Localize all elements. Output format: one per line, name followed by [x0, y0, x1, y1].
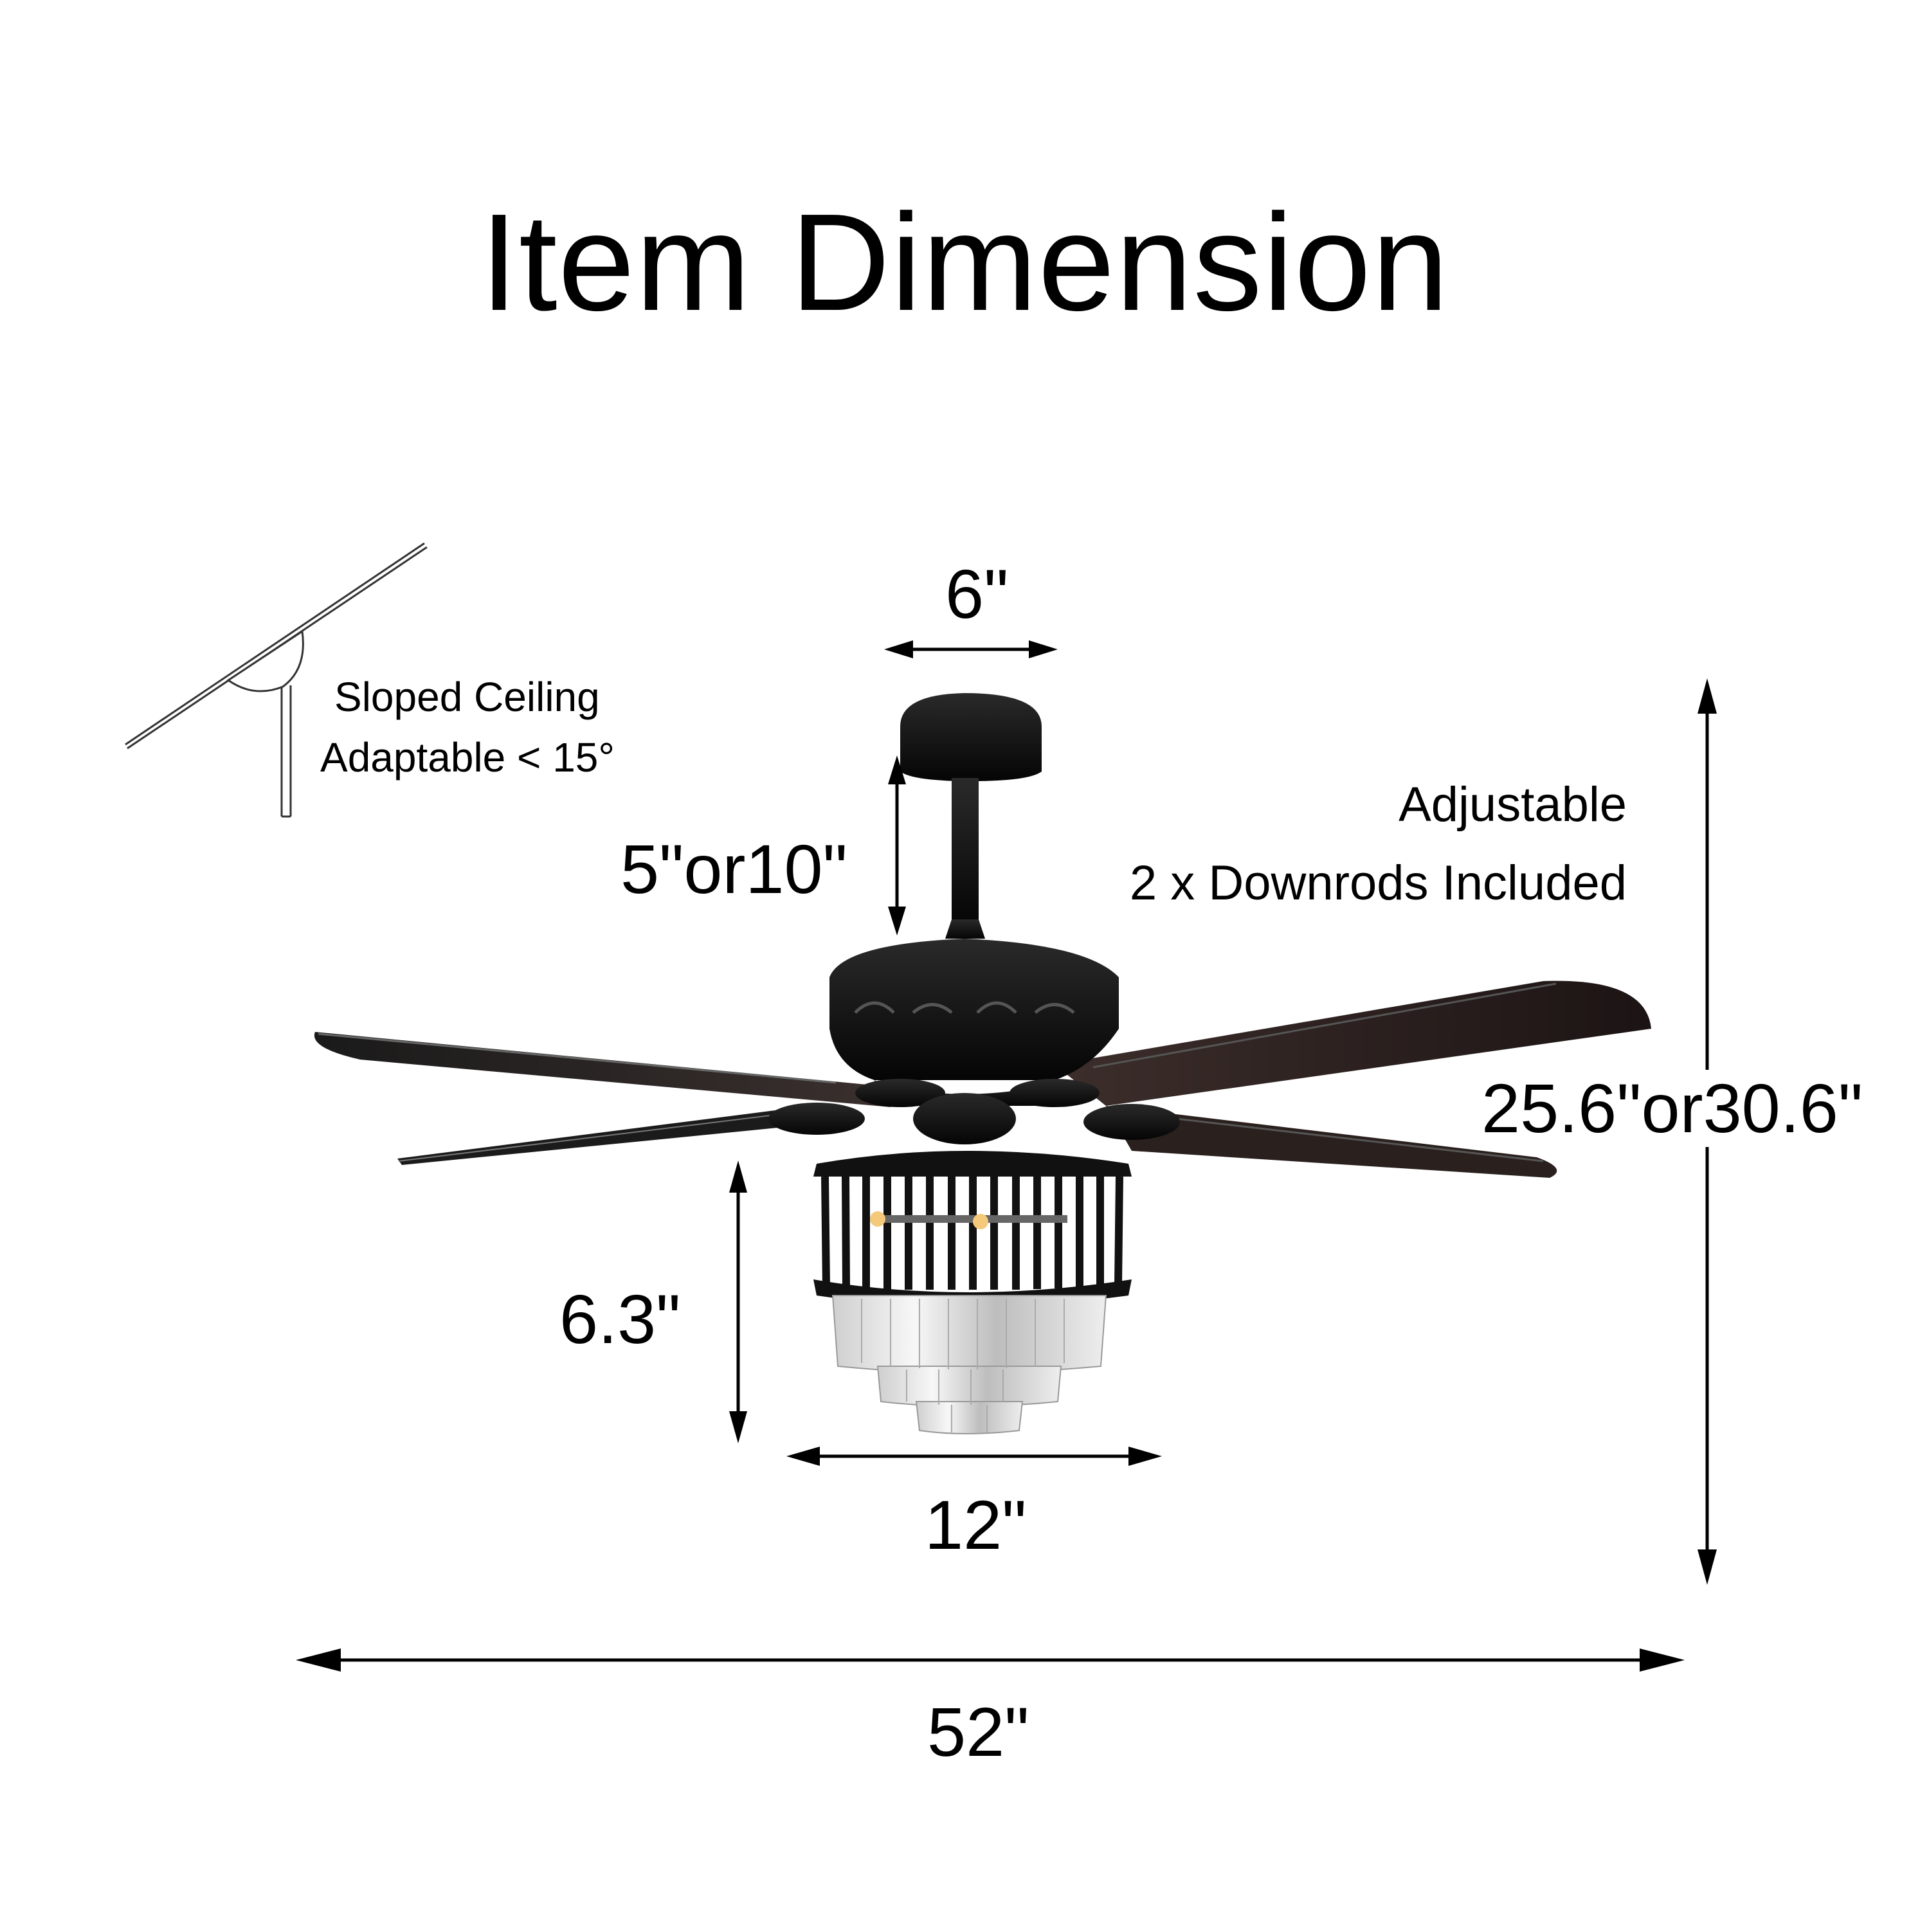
downrod-note-included: 2 x Downrods Included — [1129, 856, 1627, 910]
sloped-ceiling-angle-label: Adaptable < 15° — [320, 734, 615, 781]
canopy-width-label: 6" — [945, 555, 1009, 633]
total-height-label: 25.6"or30.6" — [1479, 1070, 1866, 1147]
page-title: Item Dimension — [480, 185, 1449, 339]
downrod-length-label: 5"or10" — [620, 830, 847, 908]
fan-body — [768, 693, 1180, 1144]
light-kit-height-label: 6.3" — [559, 1280, 681, 1358]
blade-span-label: 52" — [927, 1693, 1029, 1771]
sloped-ceiling-icon — [125, 542, 428, 818]
downrod-note-adjustable: Adjustable — [1399, 777, 1627, 832]
cage-light — [813, 1151, 1132, 1307]
light-kit-width-label: 12" — [925, 1486, 1027, 1564]
crystal-shade — [831, 1295, 1107, 1434]
sloped-ceiling-label: Sloped Ceiling — [334, 674, 600, 720]
fan-blades — [314, 980, 1651, 1178]
